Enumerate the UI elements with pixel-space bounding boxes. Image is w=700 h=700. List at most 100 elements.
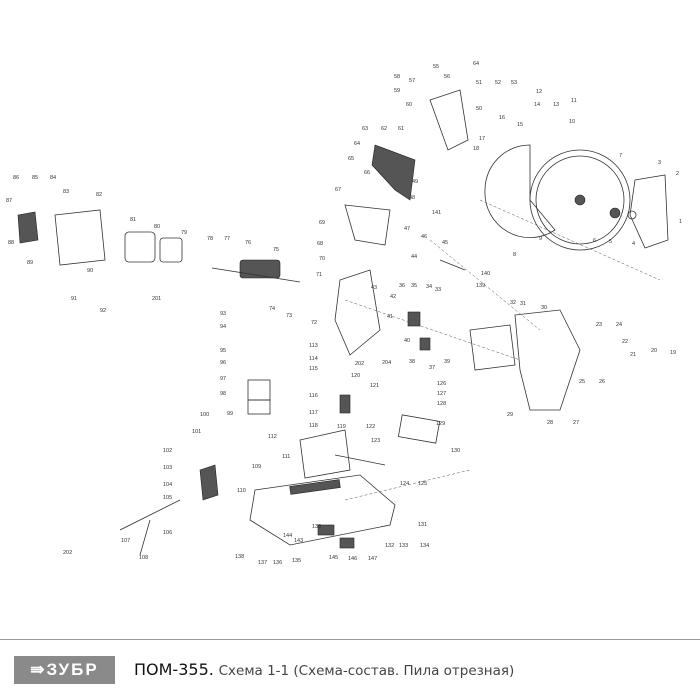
part-number-label: 21	[630, 352, 636, 358]
part-number-label: 138	[235, 554, 244, 560]
part-number-label: 123	[371, 438, 380, 444]
part-number-label: 143	[294, 538, 303, 544]
part-number-label: 96	[220, 360, 226, 366]
base	[249, 474, 396, 546]
part-number-label: 121	[370, 383, 379, 389]
part-number-label: 82	[96, 192, 102, 198]
part-number-label: 81	[130, 217, 136, 223]
part-number-label: 30	[541, 305, 547, 311]
part-number-label: 98	[220, 391, 226, 397]
part-number-label: 147	[368, 556, 377, 562]
part-number-label: 90	[87, 268, 93, 274]
part-number-label: 146	[348, 556, 357, 562]
part-number-label: 89	[27, 260, 33, 266]
gear-housing	[334, 269, 381, 356]
part-number-label: 67	[335, 187, 341, 193]
part-number-label: 4	[632, 241, 635, 247]
brand-name: ЗУБР	[46, 660, 99, 679]
part-number-label: 78	[207, 236, 213, 242]
part-number-label: 133	[399, 543, 408, 549]
part-number-label: 91	[71, 296, 77, 302]
gear-2	[419, 337, 431, 351]
part-number-label: 74	[269, 306, 275, 312]
part-number-label: 22	[622, 339, 628, 345]
part-number-label: 14	[534, 102, 540, 108]
diagram-description: Схема 1-1 (Схема-состав. Пила отрезная)	[218, 663, 515, 679]
part-number-label: 5	[609, 239, 612, 245]
part-number-label: 116	[309, 393, 318, 399]
part-number-label: 125	[418, 481, 427, 487]
part-number-label: 31	[520, 301, 526, 307]
switch-2	[339, 537, 355, 549]
stator	[124, 231, 156, 263]
part-number-label: 126	[437, 381, 446, 387]
part-number-label: 137	[258, 560, 267, 566]
part-number-label: 55	[433, 64, 439, 70]
part-number-label: 41	[387, 314, 393, 320]
model-number: ПОМ-355.	[134, 660, 214, 679]
part-number-label: 136	[273, 560, 282, 566]
part-number-label: 73	[286, 313, 292, 319]
part-number-label: 97	[220, 376, 226, 382]
part-number-label: 24	[616, 322, 622, 328]
part-number-label: 110	[237, 488, 246, 494]
handle-grip	[371, 144, 416, 201]
part-number-label: 15	[517, 122, 523, 128]
part-number-label: 18	[473, 146, 479, 152]
vise-clamp	[199, 464, 219, 501]
part-number-label: 45	[442, 240, 448, 246]
part-number-label: 25	[579, 379, 585, 385]
part-number-label: 40	[404, 338, 410, 344]
part-number-label: 80	[154, 224, 160, 230]
part-number-label: 106	[163, 530, 172, 536]
part-number-label: 46	[421, 234, 427, 240]
part-number-label: 6	[593, 238, 596, 244]
part-number-label: 130	[451, 448, 460, 454]
part-number-label: 19	[670, 350, 676, 356]
part-number-label: 43	[371, 285, 377, 291]
part-number-label: 48	[409, 195, 415, 201]
part-number-label: 95	[220, 348, 226, 354]
flange	[609, 207, 621, 219]
part-number-label: 122	[366, 424, 375, 430]
part-number-label: 117	[309, 410, 318, 416]
part-number-label: 140	[481, 271, 490, 277]
part-number-label: 20	[651, 348, 657, 354]
part-number-label: 107	[121, 538, 130, 544]
part-number-label: 202	[63, 550, 72, 556]
part-number-label: 113	[309, 343, 318, 349]
motor-housing	[54, 209, 106, 266]
part-number-label: 201	[152, 296, 161, 302]
part-number-label: 12	[536, 89, 542, 95]
part-number-label: 124	[400, 481, 409, 487]
fence	[299, 429, 351, 479]
brand-logo: ⇛ ЗУБР	[14, 656, 115, 684]
part-number-label: 2	[676, 171, 679, 177]
part-number-label: 145	[329, 555, 338, 561]
part-number-label: 86	[13, 175, 19, 181]
part-number-label: 134	[420, 543, 429, 549]
part-number-label: 85	[32, 175, 38, 181]
part-number-label: 129	[436, 421, 445, 427]
switch	[317, 524, 335, 536]
part-number-label: 64	[473, 61, 479, 67]
part-number-label: 104	[163, 482, 172, 488]
part-number-label: 119	[337, 424, 346, 430]
part-number-label: 72	[311, 320, 317, 326]
part-number-label: 71	[316, 272, 322, 278]
part-number-label: 135	[292, 558, 301, 564]
part-number-label: 29	[507, 412, 513, 418]
part-number-label: 120	[351, 373, 360, 379]
part-number-label: 8	[513, 252, 516, 258]
part-number-label: 77	[224, 236, 230, 242]
part-number-label: 23	[596, 322, 602, 328]
part-number-label: 57	[409, 78, 415, 84]
part-number-label: 52	[495, 80, 501, 86]
part-number-label: 141	[432, 210, 441, 216]
part-number-label: 13	[553, 102, 559, 108]
table-slot	[289, 479, 341, 495]
part-number-label: 9	[539, 236, 542, 242]
armature	[239, 259, 281, 279]
diagram-caption: ПОМ-355. Схема 1-1 (Схема-состав. Пила о…	[134, 660, 514, 679]
